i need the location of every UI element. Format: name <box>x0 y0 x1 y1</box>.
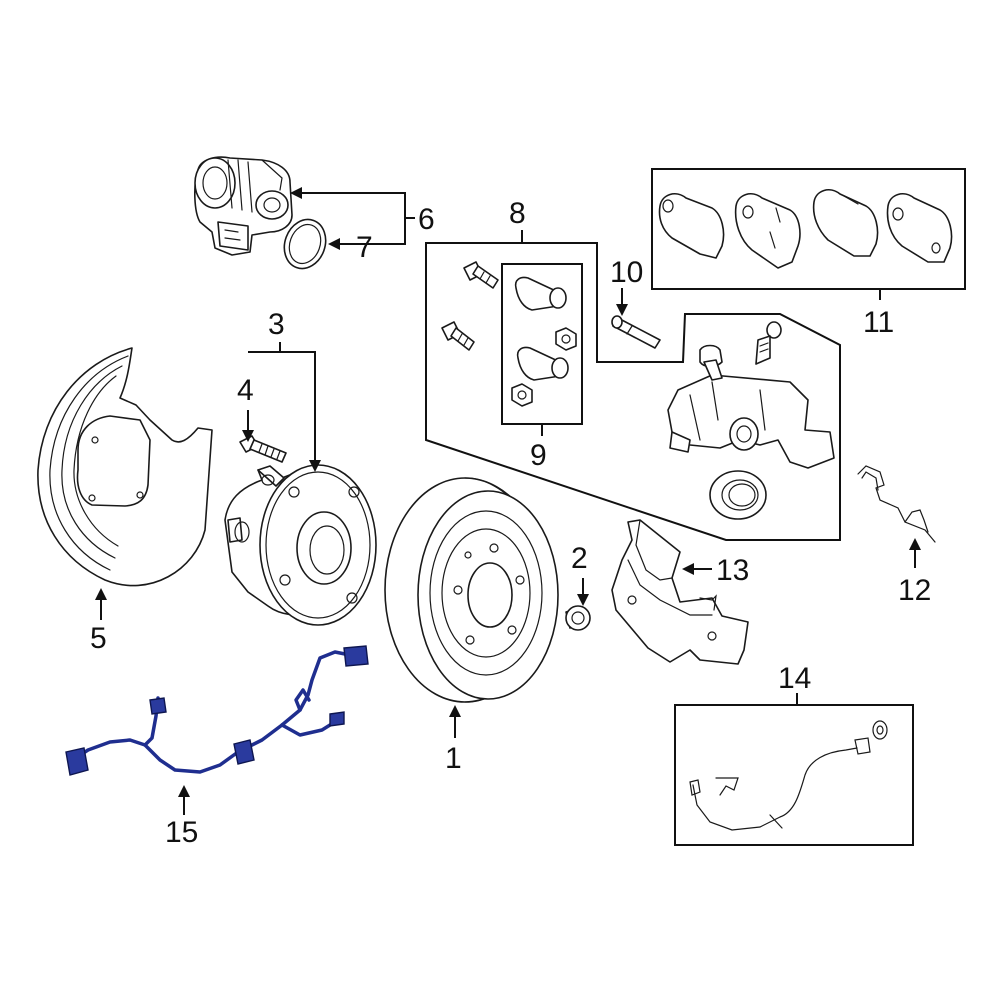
leader-1 <box>449 705 461 738</box>
leader-10 <box>616 288 628 316</box>
sensor-harness-box <box>674 704 914 846</box>
callout-5: 5 <box>90 622 107 655</box>
callout-2: 2 <box>571 542 588 575</box>
pad-spring-clip[interactable] <box>857 465 936 543</box>
hub-bolt[interactable] <box>239 435 287 463</box>
rotor-screw[interactable] <box>565 605 591 631</box>
callout-1: 1 <box>445 742 462 775</box>
callout-11: 11 <box>863 306 894 339</box>
caliper-bracket[interactable] <box>611 519 749 665</box>
guide-pin-sleeve-lower[interactable] <box>516 346 569 381</box>
guide-pin[interactable] <box>611 315 661 349</box>
dust-shield[interactable] <box>37 347 213 587</box>
leader-2 <box>577 578 589 606</box>
callout-3: 3 <box>268 308 285 341</box>
callout-8: 8 <box>509 197 526 230</box>
leader-15 <box>178 785 190 815</box>
leader-6-7 <box>290 187 415 250</box>
o-ring[interactable] <box>278 214 333 275</box>
brake-caliper[interactable] <box>667 321 835 469</box>
sensor-harness-part[interactable] <box>689 720 888 831</box>
brake-pad-4[interactable] <box>886 193 953 263</box>
leader-12 <box>909 538 921 568</box>
caliper-bolt-upper[interactable] <box>463 261 499 289</box>
guide-pin-sleeve-upper[interactable] <box>514 276 567 311</box>
leader-4 <box>242 410 254 442</box>
callout-10: 10 <box>610 256 643 289</box>
brake-rotor[interactable] <box>384 477 559 703</box>
guide-pin-nut-upper[interactable] <box>555 327 577 351</box>
callout-15: 15 <box>165 816 198 849</box>
callout-6: 6 <box>418 203 435 236</box>
leader-3 <box>248 342 321 472</box>
parking-brake-motor[interactable] <box>194 156 293 256</box>
leader-5 <box>95 588 107 620</box>
callout-12: 12 <box>898 574 931 607</box>
callout-4: 4 <box>237 374 254 407</box>
callout-7: 7 <box>356 231 373 264</box>
callout-13: 13 <box>716 554 749 587</box>
brake-pad-2[interactable] <box>734 193 801 269</box>
callout-14: 14 <box>778 662 811 695</box>
leader-13 <box>682 563 712 575</box>
guide-pin-nut-lower[interactable] <box>511 383 533 407</box>
caliper-bolt-lower[interactable] <box>441 321 475 351</box>
hub-bearing-assembly[interactable] <box>224 464 377 626</box>
brake-pad-1[interactable] <box>658 193 725 259</box>
callout-9: 9 <box>530 439 547 472</box>
caliper-piston-seal[interactable] <box>709 470 767 520</box>
brake-pads-box <box>651 168 966 290</box>
abs-sensor-harness-highlighted[interactable] <box>65 645 369 776</box>
brake-pad-3[interactable] <box>812 189 879 257</box>
